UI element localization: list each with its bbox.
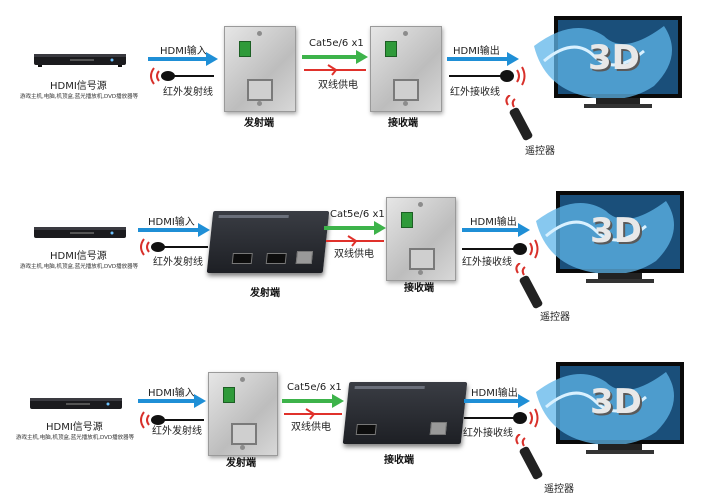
hdmi-output-label: HDMI输出 (471, 388, 518, 399)
hdmi-input-label: HDMI输入 (160, 46, 207, 57)
cat-cable-arrow (302, 50, 368, 76)
hdmi-source-label: HDMI信号源 (50, 81, 107, 92)
ir-receiver-icon (449, 66, 526, 86)
remote-control-icon (515, 263, 543, 309)
hdmi-source-description: 游戏主机,电脑,机顶盒,蓝光播放机,DVD播放器等 (20, 94, 139, 100)
ir-receiver-icon (464, 408, 539, 428)
ir-emitter-icon (140, 238, 208, 256)
receiver-wallplate (370, 26, 442, 112)
hdmi-output-label: HDMI输出 (470, 217, 517, 228)
hdmi-output-arrow (462, 223, 530, 237)
dual-power-label: 双线供电 (318, 80, 358, 91)
tv-3d-badge: 3D (588, 38, 640, 78)
receiver-label: 接收端 (404, 283, 434, 294)
remote-label: 遥控器 (525, 146, 555, 157)
ir-rx-label: 红外接收线 (462, 257, 512, 268)
rj45-port-icon (295, 251, 314, 264)
receiver-box (342, 382, 468, 444)
hdmi-output-arrow (464, 394, 530, 408)
cable-label: Cat5e/6 x1 (330, 209, 385, 220)
3d-tv-icon (536, 191, 684, 283)
hdmi-source-description: 游戏主机,电脑,机顶盒,蓝光播放机,DVD播放器等 (16, 435, 135, 441)
dual-power-label: 双线供电 (334, 249, 374, 260)
hdmi-input-arrow (148, 52, 218, 66)
hdmi-input-label: HDMI输入 (148, 217, 195, 228)
receiver-wallplate (386, 197, 456, 281)
transmitter-label: 发射端 (226, 458, 256, 469)
3d-tv-icon (534, 16, 682, 108)
ir-rx-label: 红外接收线 (450, 87, 500, 98)
cable-label: Cat5e/6 x1 (309, 38, 364, 49)
hdmi-output-arrow (447, 52, 519, 66)
transmitter-wallplate (224, 26, 296, 112)
hdmi-output-label: HDMI输出 (453, 46, 500, 57)
hdmi-port-icon (231, 253, 253, 264)
ir-emitter-icon (140, 411, 204, 429)
ir-tx-label: 红外发射线 (163, 87, 213, 98)
ir-receiver-icon (462, 239, 539, 259)
transmitter-label: 发射端 (244, 118, 274, 129)
hdmi-source-description: 游戏主机,电脑,机顶盒,蓝光播放机,DVD播放器等 (20, 264, 139, 270)
hdmi-input-label: HDMI输入 (148, 388, 195, 399)
receiver-label: 接收端 (384, 455, 414, 466)
ir-rx-label: 红外接收线 (463, 428, 513, 439)
row-3-wallplate-to-box: HDMI信号源 游戏主机,电脑,机顶盒,蓝光播放机,DVD播放器等 HDMI输入… (0, 334, 702, 501)
dvd-player-icon (34, 54, 126, 67)
transmitter-box (206, 211, 330, 273)
ir-tx-label: 红外发射线 (152, 426, 202, 437)
tv-3d-badge: 3D (590, 382, 642, 422)
ir-tx-label: 红外发射线 (153, 257, 203, 268)
terminal-block-icon (239, 41, 251, 57)
3d-tv-icon (536, 362, 684, 454)
hdmi-port-icon (355, 424, 377, 435)
ir-emitter-icon (150, 67, 214, 85)
hdmi-port-icon (265, 253, 287, 264)
cable-label: Cat5e/6 x1 (287, 382, 342, 393)
cat-cable-arrow (282, 394, 344, 420)
hdmi-input-arrow (138, 394, 206, 408)
remote-control-icon (505, 95, 533, 141)
rj45-port-icon (429, 422, 448, 435)
remote-label: 遥控器 (544, 484, 574, 495)
receiver-label: 接收端 (388, 118, 418, 129)
transmitter-wallplate (208, 372, 278, 456)
hdmi-source-label: HDMI信号源 (46, 422, 103, 433)
transmitter-label: 发射端 (250, 288, 280, 299)
cat-cable-arrow (324, 221, 386, 247)
row-1-wallplate-to-wallplate: HDMI信号源 游戏主机,电脑,机顶盒,蓝光播放机,DVD播放器等 HDMI输入… (0, 0, 702, 167)
tv-3d-badge: 3D (590, 211, 642, 251)
remote-control-icon (515, 434, 543, 480)
hdmi-source-label: HDMI信号源 (50, 251, 107, 262)
dvd-player-icon (30, 398, 122, 409)
dual-power-label: 双线供电 (291, 422, 331, 433)
hdmi-input-arrow (138, 223, 210, 237)
remote-label: 遥控器 (540, 312, 570, 323)
dvd-player-icon (34, 227, 126, 238)
row-2-box-to-wallplate: HDMI信号源 游戏主机,电脑,机顶盒,蓝光播放机,DVD播放器等 HDMI输入… (0, 167, 702, 334)
rj45-port-icon (247, 79, 273, 101)
